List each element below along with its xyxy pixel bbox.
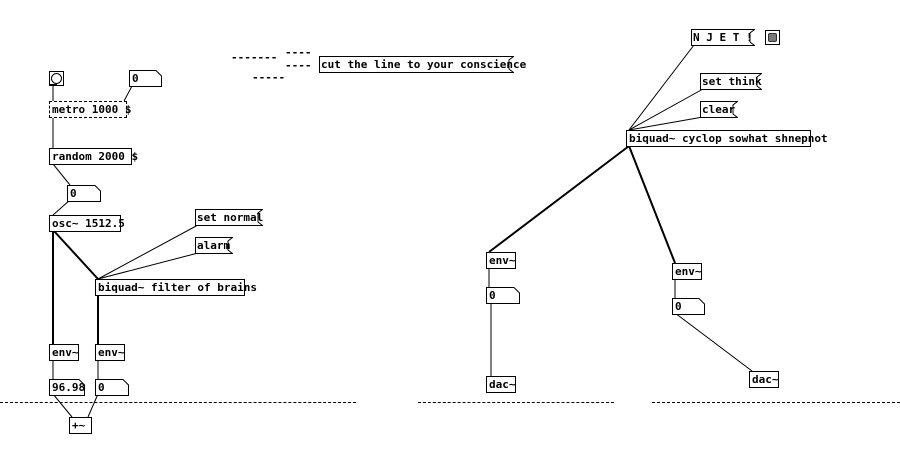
- signal-osc-biquad: [53, 230, 99, 280]
- object-random[interactable]: random 2000 $: [49, 148, 138, 165]
- object-metro[interactable]: metro 1000 $: [49, 101, 131, 118]
- dash-line-1: [418, 402, 614, 403]
- comment-dash-b: ----: [285, 46, 312, 59]
- cord-number-plus-left: [52, 393, 73, 418]
- object-plus[interactable]: +~: [69, 417, 92, 434]
- message-clear[interactable]: clear: [700, 101, 738, 118]
- cord-random-number: [52, 163, 71, 186]
- number-box-random-out[interactable]: 0: [67, 185, 101, 202]
- comment-dash-a: -------: [231, 51, 278, 64]
- object-env-1[interactable]: env~: [49, 344, 79, 361]
- cord-number-plus-right: [87, 393, 99, 418]
- number-box-env-4[interactable]: 0: [672, 298, 705, 315]
- message-cut-the-line[interactable]: cut the line to your conscience: [319, 56, 527, 73]
- cord-njet-biquad: [628, 44, 695, 131]
- cord-number-osc: [52, 199, 71, 216]
- object-dac-1[interactable]: dac~: [486, 376, 516, 393]
- comment-dash-d: -----: [252, 71, 286, 84]
- signal-biquad-env-4: [628, 145, 676, 264]
- comment-dash-c: ----: [285, 59, 312, 72]
- message-set-normal[interactable]: set normal: [195, 209, 264, 226]
- object-biquad-filter-of-brains[interactable]: biquad~ filter of brains: [95, 279, 257, 296]
- cord-setthink-biquad: [628, 88, 704, 131]
- cord-number-dac-2: [674, 312, 753, 372]
- cord-alarm-biquad: [97, 252, 199, 280]
- number-box-metro-rate[interactable]: 0: [129, 70, 162, 87]
- number-box-env-3[interactable]: 0: [486, 287, 520, 304]
- object-env-3[interactable]: env~: [486, 252, 516, 269]
- signal-biquad-env-3: [488, 145, 630, 253]
- message-set-think[interactable]: set think: [700, 73, 762, 90]
- bang-circle-icon: [51, 73, 62, 84]
- dash-line-2: [652, 402, 900, 403]
- object-dac-2[interactable]: dac~: [749, 371, 779, 388]
- object-env-4[interactable]: env~: [672, 263, 702, 280]
- toggle-switch[interactable]: [765, 30, 780, 45]
- cord-number-metro: [123, 85, 133, 102]
- dash-line-0: [0, 402, 356, 403]
- message-alarm[interactable]: alarm: [195, 237, 233, 254]
- number-box-env-2[interactable]: 0: [95, 379, 129, 396]
- object-osc[interactable]: osc~ 1512.5: [49, 215, 125, 232]
- message-njet[interactable]: N J E T !: [691, 29, 755, 46]
- object-biquad-cyclop[interactable]: biquad~ cyclop sowhat shnepnot: [626, 130, 828, 147]
- cord-clear-biquad: [628, 116, 704, 131]
- number-box-env-1[interactable]: 96.98: [49, 379, 85, 396]
- cord-setnormal-biquad: [97, 224, 199, 280]
- object-env-2[interactable]: env~: [95, 344, 125, 361]
- toggle-indicator-icon: [768, 33, 777, 42]
- bang-button[interactable]: [49, 71, 64, 86]
